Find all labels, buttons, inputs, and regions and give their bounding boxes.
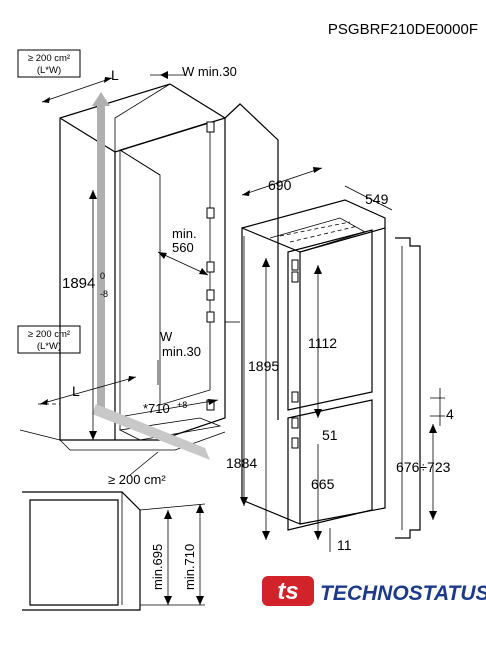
- w-top-label: W min.30: [182, 64, 237, 79]
- side-rail: [395, 237, 421, 539]
- door-detail: min.695 min.710: [22, 491, 206, 611]
- appliance-top-grid: [269, 217, 367, 253]
- dim-549: 549: [365, 191, 389, 207]
- vent-top-line2: (L*W): [37, 65, 61, 76]
- logo-text: TECHNOSTATUS: [320, 582, 486, 605]
- vent-arrow-up-icon: [92, 92, 110, 410]
- dim-676-723: 676÷723: [396, 459, 451, 475]
- vent-top-line1: ≥ 200 cm²: [28, 53, 70, 64]
- height-1894: 1894: [62, 275, 95, 292]
- width-710: *710: [143, 401, 170, 416]
- vent-arrow-bottom-icon: [92, 404, 210, 460]
- dim-665: 665: [311, 476, 335, 492]
- cabinet-plinth: [59, 431, 226, 451]
- dim-1112: 1112: [308, 335, 337, 351]
- vent-mid-box: [17, 325, 81, 354]
- height-1894-sub: -8: [100, 289, 108, 299]
- depth-label-1: min.: [172, 226, 197, 241]
- l-top-label: L: [111, 67, 119, 83]
- vent-top-box: [17, 49, 81, 78]
- cabinet-top-front: [59, 117, 226, 153]
- vent-mid-line1: ≥ 200 cm²: [28, 329, 70, 340]
- depth-label-2: 560: [172, 240, 194, 255]
- appliance-side: [241, 227, 301, 525]
- plinth-grille: [118, 417, 222, 441]
- dim-690: 690: [268, 177, 292, 193]
- dim-1895: 1895: [248, 358, 279, 374]
- dim-11: 11: [337, 537, 352, 553]
- appliance-drawing: 690 549 1895 1884 1112 51 665 11 4: [226, 167, 454, 553]
- niche-drawing: ≥ 200 cm² (L*W) ≥ 200 cm² (L*W): [17, 49, 279, 487]
- brand-logo: ts TECHNOSTATUS: [262, 576, 486, 606]
- w-mid-1: W: [160, 329, 173, 344]
- hinge-icons: [206, 121, 215, 411]
- model-code: PSGBRF210DE0000F: [328, 21, 478, 38]
- w-mid-2: min.30: [162, 344, 201, 359]
- upper-door: [287, 229, 373, 411]
- l-mid-label: L: [72, 383, 80, 399]
- height-1894-sup: 0: [100, 271, 105, 281]
- vent-mid-line2: (L*W): [37, 341, 61, 352]
- niche-opening: [119, 121, 211, 406]
- width-710-sup: +8: [177, 400, 187, 410]
- cabinet-inner-top: [114, 83, 171, 152]
- dim-4: 4: [446, 406, 454, 422]
- logo-mark: ts: [277, 578, 298, 605]
- cabinet-outline: [59, 83, 226, 441]
- vent-bottom-label: ≥ 200 cm²: [108, 472, 166, 487]
- niche-door-panel: [224, 103, 279, 420]
- dim-min710: min.710: [182, 544, 197, 590]
- dim-51: 51: [322, 427, 338, 443]
- dim-1884: 1884: [226, 455, 257, 471]
- logo-mark-bg: [262, 576, 314, 606]
- dim-min695: min.695: [150, 544, 165, 590]
- lower-door: [287, 399, 373, 531]
- detail-door: [29, 499, 119, 606]
